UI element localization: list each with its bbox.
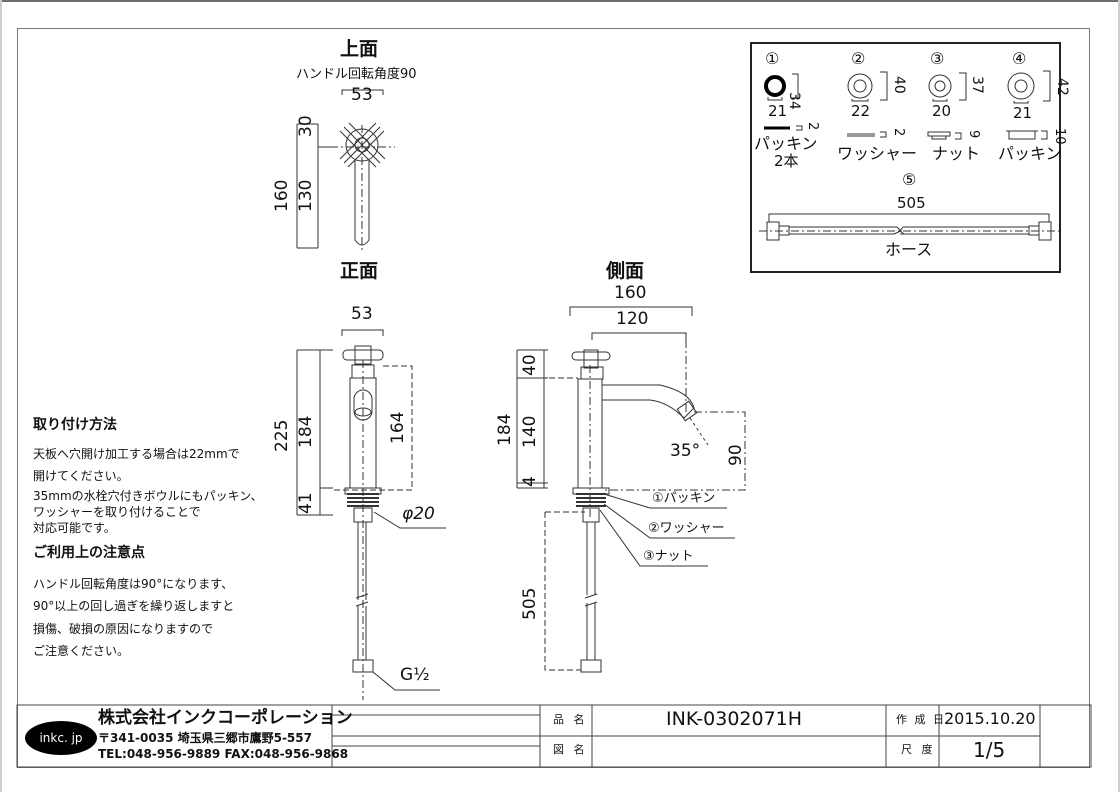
part-2-inner: 22 [851,102,871,120]
scale-value: 1/5 [973,738,1006,762]
part-2-thickness: 2 [891,128,906,137]
side-base-dim: 4 [520,476,540,487]
page-left-border [0,0,2,792]
part-3-number: ③ [930,49,945,68]
part-4-outer: 42 [1054,78,1070,96]
part-1-name: パッキン [754,134,818,153]
callout-washer: ②ワッシャー [648,521,725,536]
front-view-title: 正面 [340,260,379,282]
front-below-dim: 41 [296,492,316,514]
install-line-5: 対応可能です。 [33,521,116,535]
product-value: INK-0302071H [666,708,803,730]
drawing-label: 図 名 [553,743,588,756]
install-line-4: ワッシャーを取り付けることで [33,505,201,519]
caution-line-2: 90°以上の回し過ぎを繰り返しますと [33,599,235,613]
side-outlet-height-dim: 90 [726,444,746,466]
part-1-inner: 21 [768,102,788,120]
part-1-thickness: 2 [805,122,820,131]
front-view-drawing [296,329,446,700]
install-title: 取り付け方法 [33,417,117,433]
side-view-drawing [516,306,746,673]
part-2-outer: 40 [891,76,907,94]
part-1-quantity: 2本 [774,152,799,170]
front-body-dim: 184 [296,415,316,448]
part-1-outer: 34 [786,92,802,110]
install-line-3: 35mmの水栓穴付きボウルにもパッキン、 [33,489,263,503]
part-3-outer: 37 [969,76,985,94]
callout-nut: ③ナット [643,549,694,564]
page-right-border [1118,0,1120,792]
install-line-1: 天板へ穴開け加工する場合は22mmで [33,447,240,461]
part-1-number: ① [765,49,780,68]
side-reach-total-dim: 160 [614,283,647,303]
side-view-title: 側面 [606,260,645,282]
side-handle-dim: 40 [520,354,540,376]
side-body-dim: 184 [495,413,515,446]
part-2-name: ワッシャー [837,144,918,163]
title-block-grid [16,704,1092,768]
front-spout-height-dim: 164 [388,411,408,444]
parts-list-box [750,42,1061,273]
top-width-dim: 53 [351,85,373,105]
front-width-dim: 53 [351,304,373,324]
company-address: 〒341-0035 埼玉県三郷市鷹野5-557 [98,731,312,745]
caution-line-4: ご注意ください。 [33,644,130,658]
hose-length: 505 [897,194,926,212]
side-mid-dim: 140 [520,415,540,448]
side-angle-dim: 35° [670,441,701,461]
company-contact: TEL:048-956-9889 FAX:048-956-9868 [98,747,349,761]
side-reach-dim: 120 [616,309,649,329]
company-logo: inkc. jp [25,721,97,755]
scale-label: 尺 度 [901,743,936,756]
part-4-inner: 21 [1013,104,1033,122]
install-line-2: 開けてください。 [33,469,129,483]
front-total-dim: 225 [272,419,292,452]
part-4-thickness: 10 [1052,128,1067,145]
part-3-name: ナット [932,144,981,163]
part-3-thickness: 9 [966,130,981,139]
caution-line-1: ハンドル回転角度は90°になります、 [33,577,234,591]
front-thread-dim: G½ [400,665,430,685]
top-spout-dim: 130 [296,179,316,212]
page-top-border [0,0,1120,2]
caution-line-3: 損傷、破損の原因になりますので [33,622,214,636]
date-value: 2015.10.20 [944,709,1036,728]
front-shank-dim: φ20 [402,504,435,524]
top-view-title: 上面 [340,38,379,60]
side-hose-dim: 505 [520,587,540,620]
product-label: 品 名 [553,713,588,726]
company-name: 株式会社インクコーポレーション [98,708,353,728]
hose-name: ホース [885,240,933,259]
top-view-drawing [296,89,395,250]
caution-title: ご利用上の注意点 [33,545,145,561]
part-3-inner: 20 [932,102,952,120]
top-handle-dim: 30 [296,115,316,137]
top-total-dim: 160 [272,179,292,212]
callout-packing: ①パッキン [652,491,716,506]
parts-drawing [759,70,1062,241]
part-2-number: ② [851,49,866,68]
top-view-subtitle: ハンドル回転角度90 [296,67,417,82]
part-5-number: ⑤ [902,170,917,189]
date-label: 作 成 日 [896,713,946,726]
part-4-name: パッキン [998,144,1062,163]
part-4-number: ④ [1012,49,1027,68]
